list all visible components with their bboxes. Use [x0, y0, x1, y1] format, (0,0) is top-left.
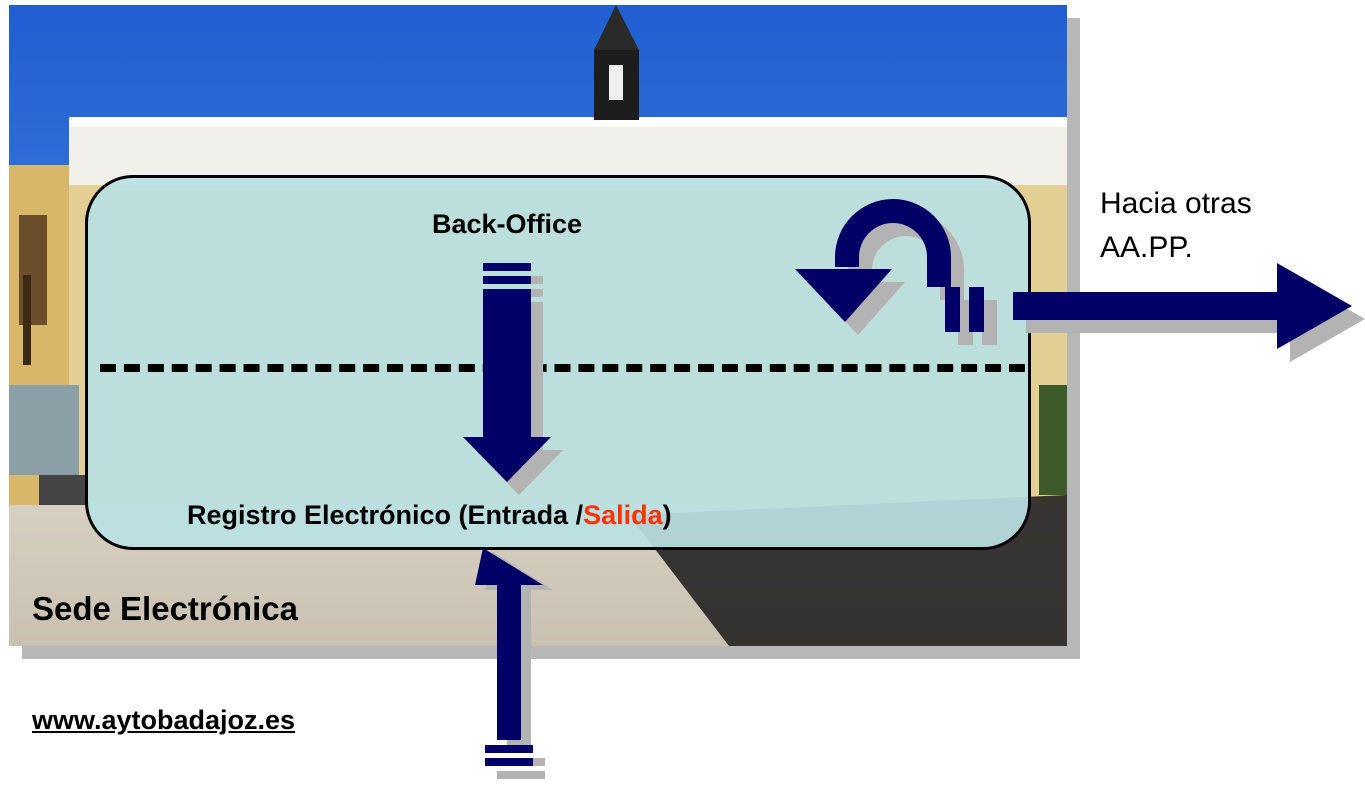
right-arrow-stripe-2: [969, 287, 984, 332]
up-arrow-stripe-1: [485, 745, 533, 753]
right-arrow: [1013, 263, 1352, 349]
down-arrow-stripe-1: [483, 263, 531, 271]
right-arrow-stripe-1: [945, 287, 960, 332]
up-arrow: [475, 548, 543, 740]
back-office-label: Back-Office: [432, 209, 583, 239]
down-arrow-shaft: [483, 289, 531, 439]
loop-arrow-arc: [835, 199, 951, 287]
registro-prefix: Registro Electrónico (Entrada /: [187, 500, 584, 530]
external-label-line-1: Hacia otras: [1100, 187, 1252, 220]
down-arrow-stripe-2: [483, 276, 531, 284]
arrows: [463, 199, 1352, 766]
right-arrow-shadow-stripe-2: [982, 300, 997, 345]
external-admins-label: Hacia otras AA.PP.: [1100, 182, 1330, 270]
loop-arrow-head: [795, 269, 892, 322]
registro-suffix: ): [662, 500, 672, 530]
up-arrow-stripe-2: [485, 758, 533, 766]
sede-electronica-label: Sede Electrónica: [32, 590, 298, 627]
divider-dashed-line: [100, 364, 1025, 372]
down-arrow-head: [463, 437, 551, 482]
external-label-line-2: AA.PP.: [1100, 231, 1193, 264]
registro-salida: Salida: [583, 500, 663, 530]
website-link[interactable]: www.aytobadajoz.es: [32, 705, 296, 735]
up-arrow-shadow-stripe-2: [497, 771, 545, 779]
registro-electronico-label: Registro Electrónico (Entrada /Salida): [187, 500, 672, 531]
